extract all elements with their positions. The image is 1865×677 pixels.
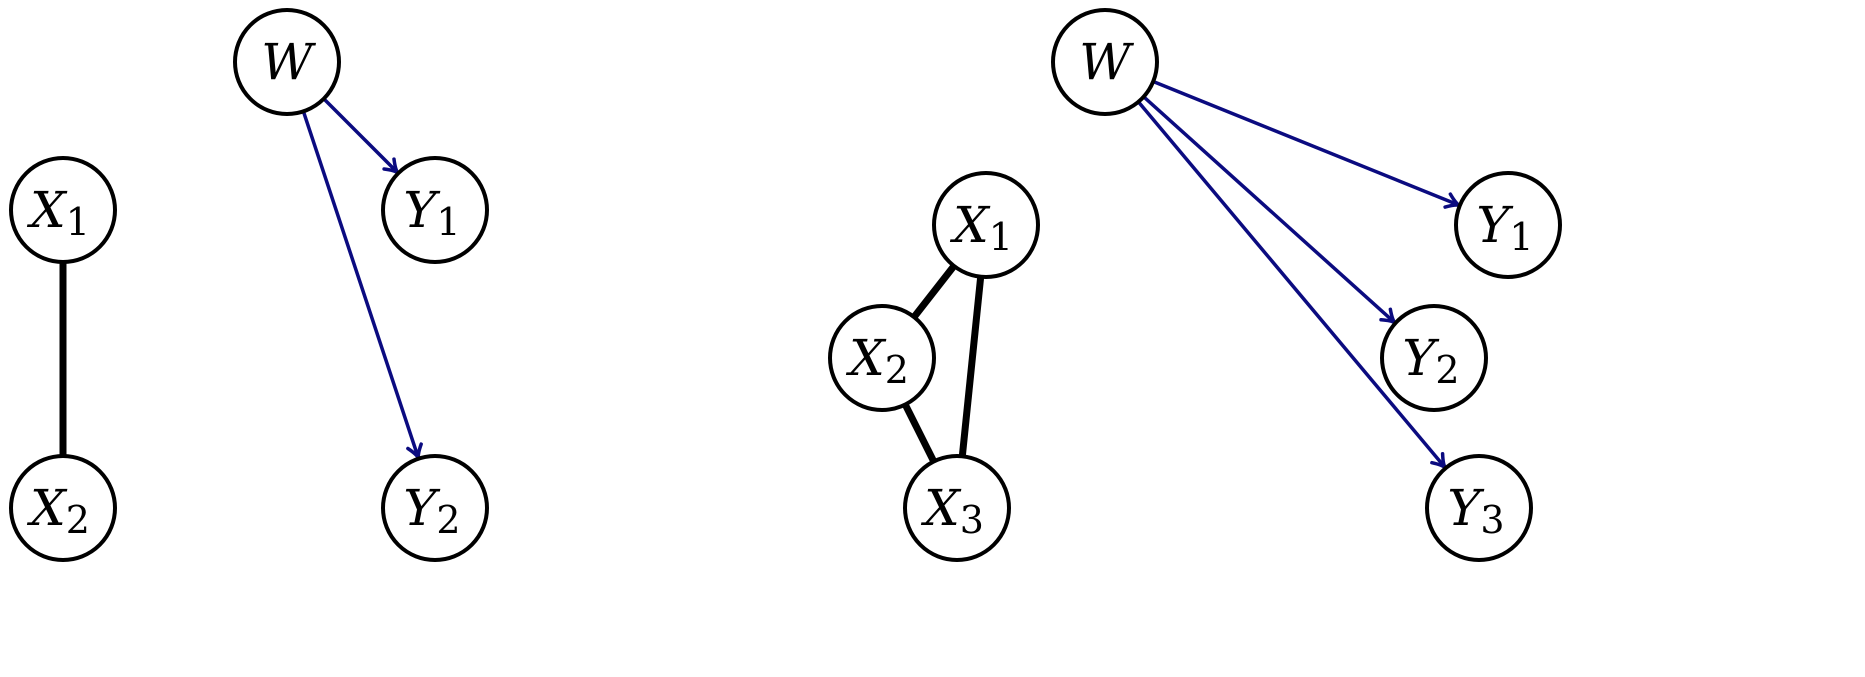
edge-x1-x2-graph-2 xyxy=(911,263,957,320)
node-x3-graph-2: X3 xyxy=(903,454,1011,562)
node-label-base: W xyxy=(261,33,316,91)
node-circle xyxy=(903,454,1011,562)
node-label: Y1 xyxy=(1476,196,1533,259)
node-label: W xyxy=(1079,33,1134,91)
node-circle xyxy=(1425,454,1533,562)
node-label-base: Y xyxy=(1402,329,1439,387)
node-label: X1 xyxy=(26,181,90,244)
node-w-graph-1: W xyxy=(233,8,341,116)
node-circle xyxy=(1454,171,1562,279)
node-label: X1 xyxy=(949,196,1013,259)
node-x1-graph-2: X1 xyxy=(932,171,1040,279)
node-circle xyxy=(9,156,117,264)
edge-x1-x3-graph-2 xyxy=(958,276,985,457)
edge-w-y2-graph-1-line xyxy=(301,110,421,460)
node-circle xyxy=(828,304,936,412)
edge-w-y1-graph-1-line xyxy=(322,97,400,175)
node-label-base: Y xyxy=(403,479,440,537)
edge-w-y2-graph-2-line xyxy=(1142,95,1397,325)
node-y2-graph-1: Y2 xyxy=(381,454,489,562)
node-label-subscript: 3 xyxy=(1480,498,1504,542)
edge-w-y1-graph-2-line xyxy=(1152,79,1461,208)
node-label-subscript: 1 xyxy=(1509,215,1533,259)
node-label: Y2 xyxy=(1402,329,1459,392)
node-label-subscript: 2 xyxy=(66,498,90,542)
node-label: X2 xyxy=(845,329,909,392)
edge-x2-x3-graph-2 xyxy=(902,402,937,464)
node-label: Y1 xyxy=(403,181,460,244)
node-label-base: X xyxy=(949,196,991,254)
node-label-subscript: 3 xyxy=(960,498,984,542)
node-y1-graph-2: Y1 xyxy=(1454,171,1562,279)
node-x2-graph-1: X2 xyxy=(9,454,117,562)
node-label-base: X xyxy=(845,329,887,387)
edge-w-y3-graph-2 xyxy=(1137,100,1448,470)
node-circle xyxy=(381,454,489,562)
node-label-subscript: 2 xyxy=(1435,348,1459,392)
node-circle xyxy=(1380,304,1488,412)
node-label-subscript: 1 xyxy=(436,200,460,244)
node-label-base: Y xyxy=(1476,196,1513,254)
node-circle xyxy=(233,8,341,116)
node-label: Y2 xyxy=(403,479,460,542)
node-w-graph-2: W xyxy=(1051,8,1159,116)
edge-w-y1-graph-2 xyxy=(1152,79,1462,209)
node-label-subscript: 1 xyxy=(989,215,1013,259)
edge-w-y3-graph-2-line xyxy=(1137,100,1447,470)
node-label-base: X xyxy=(26,181,68,239)
edges-layer xyxy=(59,79,1462,470)
node-label: Y3 xyxy=(1447,479,1504,542)
node-y3-graph-2: Y3 xyxy=(1425,454,1533,562)
node-label: X3 xyxy=(920,479,984,542)
node-label: X2 xyxy=(26,479,90,542)
node-circle xyxy=(932,171,1040,279)
node-label-base: Y xyxy=(1447,479,1484,537)
node-label-subscript: 1 xyxy=(66,200,90,244)
node-label: W xyxy=(261,33,316,91)
edge-w-y2-graph-1 xyxy=(301,110,423,461)
node-circle xyxy=(9,454,117,562)
node-x1-graph-1: X1 xyxy=(9,156,117,264)
edge-w-y1-graph-1 xyxy=(322,97,400,175)
node-label-subscript: 2 xyxy=(436,498,460,542)
node-x2-graph-2: X2 xyxy=(828,304,936,412)
node-label-subscript: 2 xyxy=(885,348,909,392)
node-label-base: X xyxy=(26,479,68,537)
node-label-base: Y xyxy=(403,181,440,239)
node-y1-graph-1: Y1 xyxy=(381,156,489,264)
edge-w-y2-graph-2 xyxy=(1142,95,1398,325)
node-label-base: X xyxy=(920,479,962,537)
node-y2-graph-2: Y2 xyxy=(1380,304,1488,412)
node-circle xyxy=(1051,8,1159,116)
node-label-base: W xyxy=(1079,33,1134,91)
node-circle xyxy=(381,156,489,264)
